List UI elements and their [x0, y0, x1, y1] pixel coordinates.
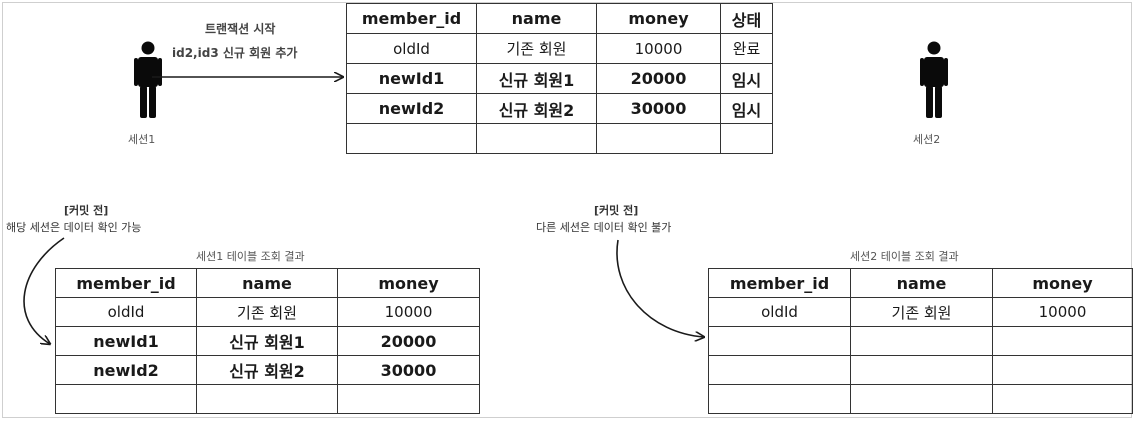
table-row: newId2 신규 회원2 30000 임시 [346, 93, 773, 124]
table-cell: 기존 회원 [476, 33, 597, 64]
session2-table-caption: 세션2 테이블 조회 결과 [850, 250, 959, 263]
session1-curved-arrow [23, 237, 65, 344]
table-cell: oldId [708, 297, 851, 327]
table-row [708, 384, 1133, 414]
table-row [708, 355, 1133, 385]
session1-result-table: member_id name money oldId 기존 회원 10000 n… [55, 268, 480, 414]
main-member-table: member_id name money 상태 oldId 기존 회원 1000… [346, 3, 773, 154]
table-row: oldId 기존 회원 10000 완료 [346, 33, 773, 64]
table-cell [992, 384, 1133, 414]
arrow-label-line2: id2,id3 신규 회원 추가 [172, 46, 298, 60]
table-cell [476, 123, 597, 154]
table-cell: 기존 회원 [196, 297, 338, 327]
table-cell [850, 326, 993, 356]
table-cell: 30000 [596, 93, 721, 124]
table-row: newId2 신규 회원2 30000 [55, 355, 480, 385]
header-cell: member_id [55, 268, 197, 298]
table-cell [850, 384, 993, 414]
session1-label: 세션1 [128, 133, 156, 146]
table-cell [346, 123, 477, 154]
table-row: oldId 기존 회원 10000 [55, 297, 480, 327]
table-cell [720, 123, 773, 154]
table-row [55, 384, 480, 414]
table-cell: 20000 [596, 63, 721, 94]
table-cell [708, 355, 851, 385]
table-header-row: member_id name money [708, 268, 1133, 298]
table-cell: 완료 [720, 33, 773, 64]
session1-note-title: [커밋 전] [64, 204, 109, 217]
session2-result-table: member_id name money oldId 기존 회원 10000 [708, 268, 1133, 414]
table-cell: 신규 회원1 [476, 63, 597, 94]
table-cell [596, 123, 721, 154]
session2-note-title: [커밋 전] [594, 204, 639, 217]
session2-note-body: 다른 세션은 데이터 확인 불가 [536, 221, 672, 234]
header-cell: member_id [708, 268, 851, 298]
arrow-label-line1: 트랜잭션 시작 [205, 22, 276, 36]
table-row [346, 123, 773, 154]
table-cell: newId2 [346, 93, 477, 124]
session1-note-body: 해당 세션은 데이터 확인 가능 [6, 221, 142, 234]
session2-curved-arrow [616, 239, 704, 337]
table-header-row: member_id name money [55, 268, 480, 298]
session2-label: 세션2 [913, 133, 941, 146]
header-cell: name [476, 3, 597, 34]
table-cell [196, 384, 338, 414]
table-cell [992, 326, 1133, 356]
header-cell: money [992, 268, 1133, 298]
table-cell: newId1 [346, 63, 477, 94]
session2-person-icon [920, 41, 948, 118]
table-cell: 10000 [992, 297, 1133, 327]
session1-person-icon [134, 41, 162, 118]
table-row: oldId 기존 회원 10000 [708, 297, 1133, 327]
table-cell: 신규 회원2 [476, 93, 597, 124]
table-cell: 기존 회원 [850, 297, 993, 327]
table-cell [55, 384, 197, 414]
session1-table-caption: 세션1 테이블 조회 결과 [196, 250, 305, 263]
table-header-row: member_id name money 상태 [346, 3, 773, 34]
table-cell [708, 384, 851, 414]
table-cell [337, 384, 480, 414]
table-row: newId1 신규 회원1 20000 임시 [346, 63, 773, 94]
header-cell: money [337, 268, 480, 298]
table-cell: oldId [55, 297, 197, 327]
table-cell [850, 355, 993, 385]
